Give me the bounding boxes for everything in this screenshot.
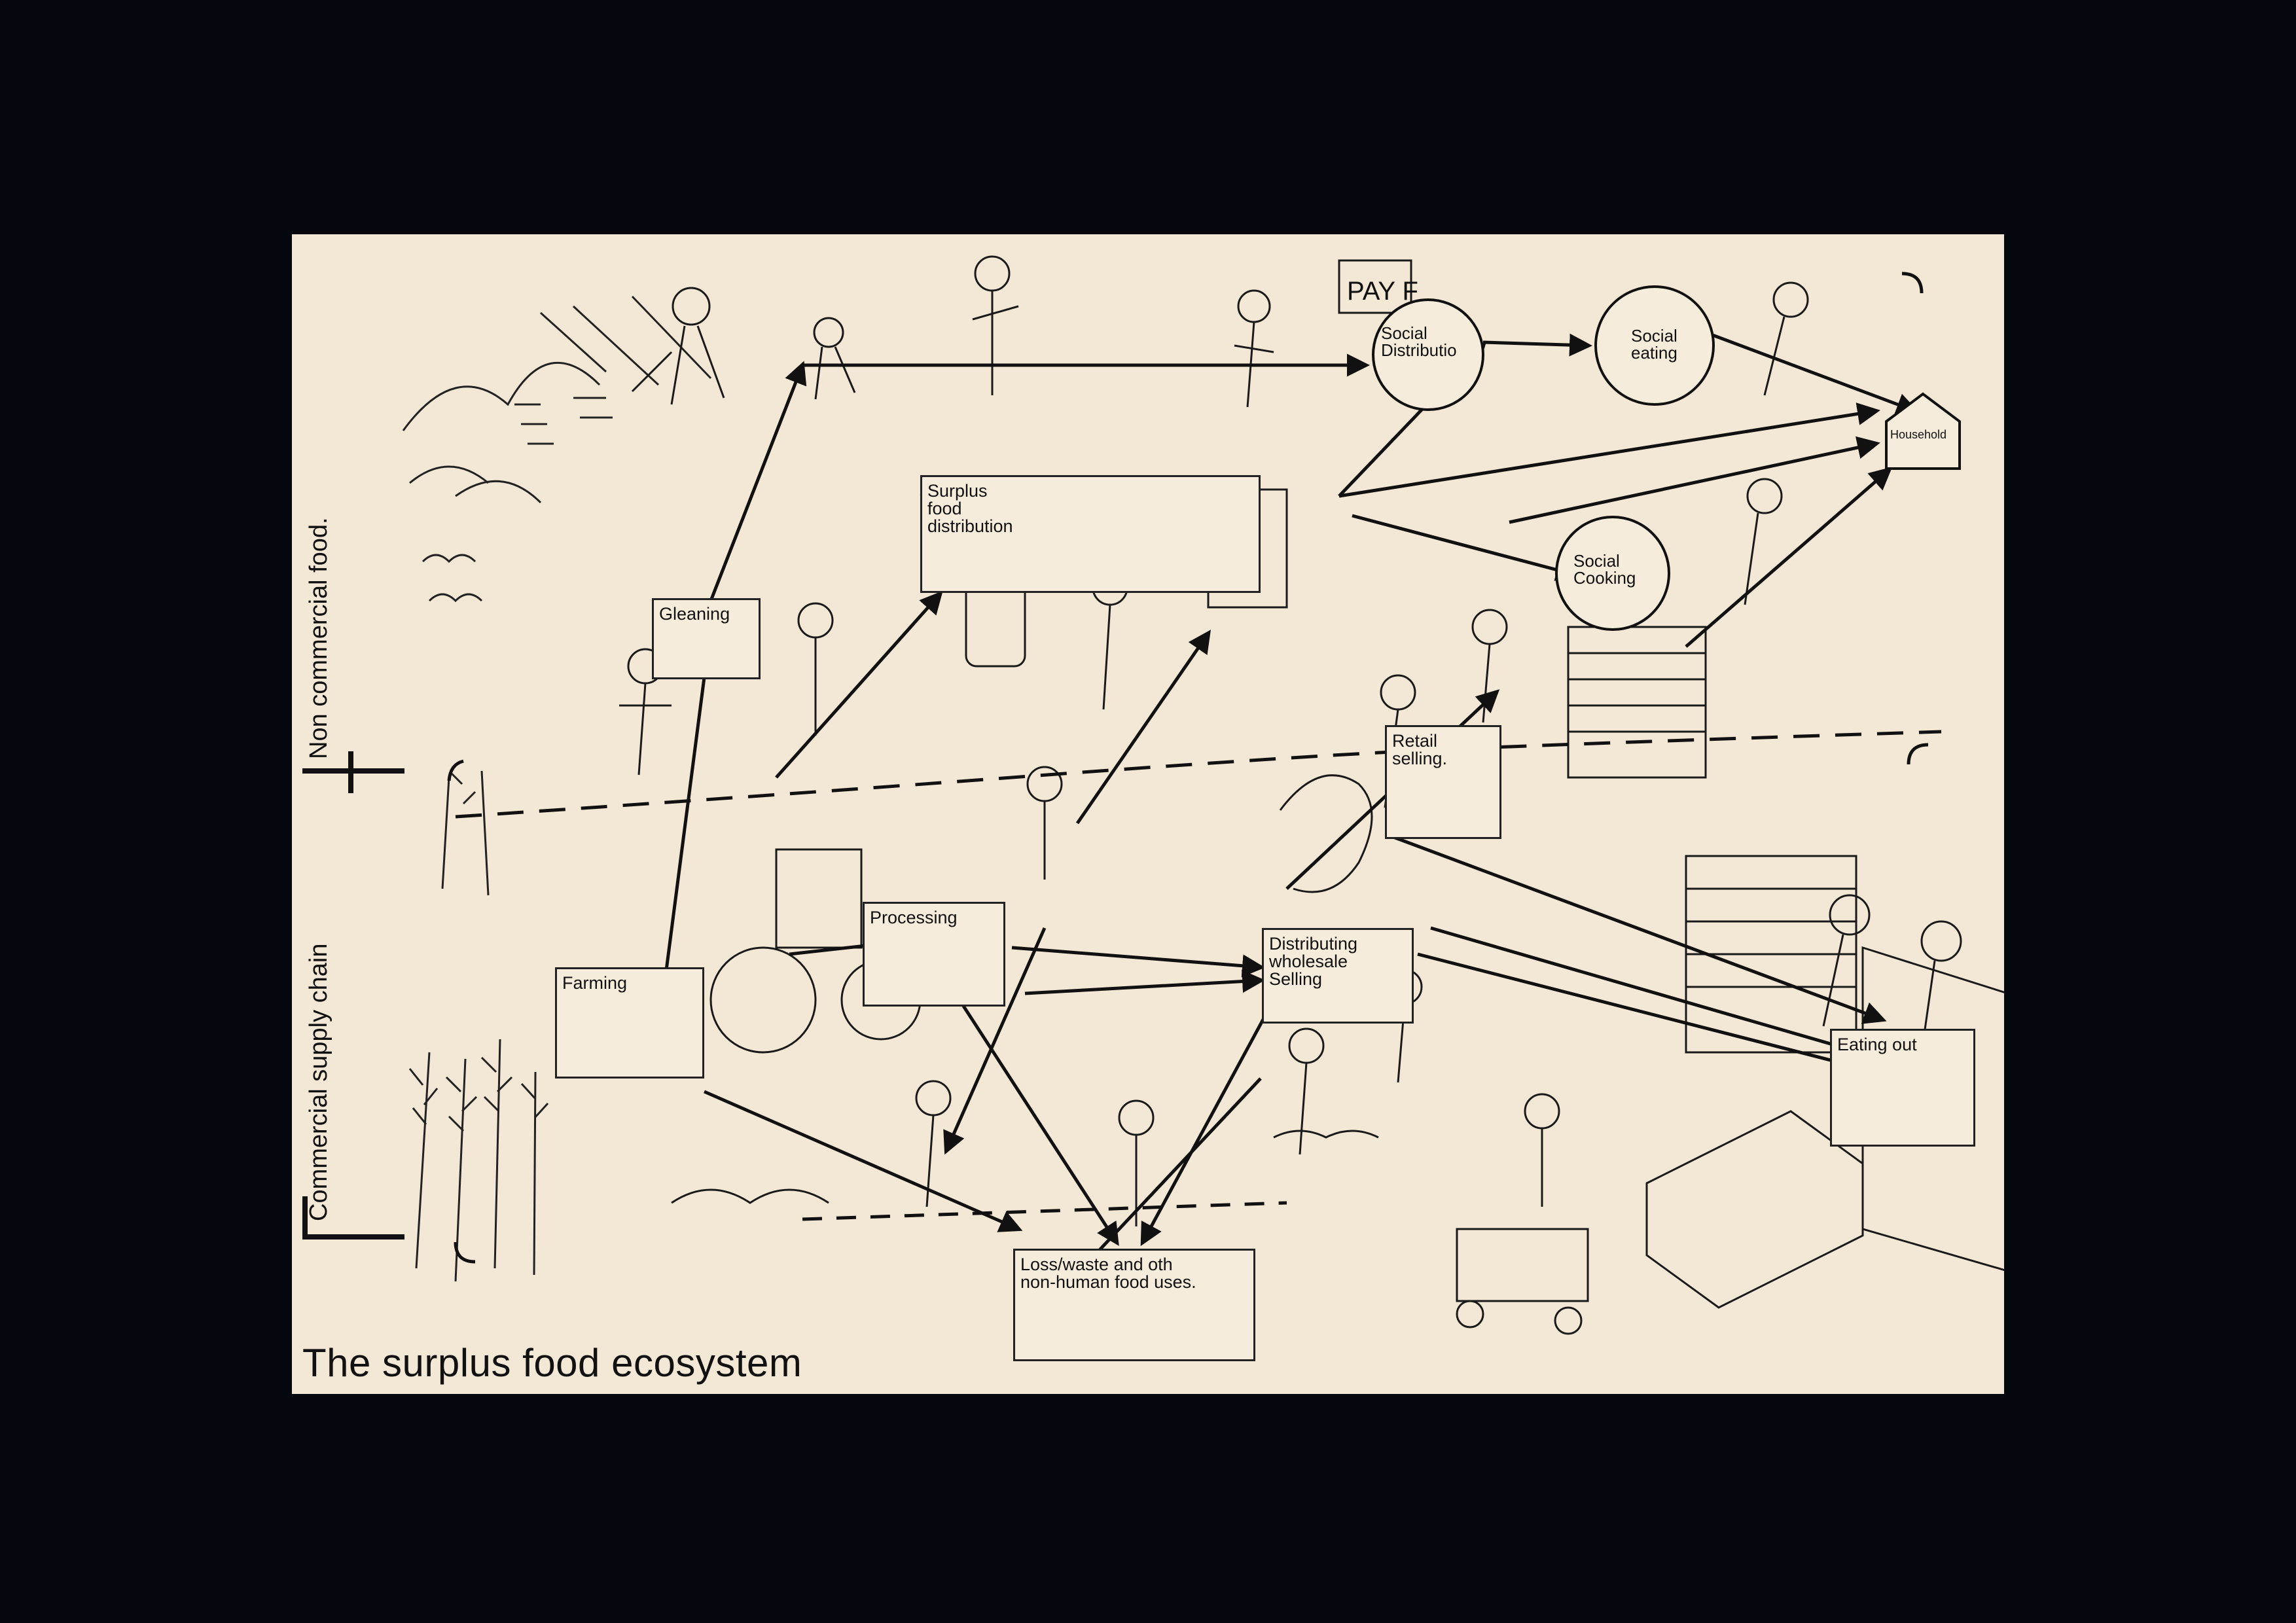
sketch-illustration: PAY F	[402, 255, 2004, 1335]
node-distributing-wholesale-selling: Distributing wholesale Selling	[1262, 928, 1414, 1024]
wheat-stalks-sketch	[408, 770, 549, 1282]
page-title: The surplus food ecosystem	[302, 1341, 802, 1385]
side-divider-bottom	[302, 1234, 404, 1240]
node-eating-out: Eating out	[1830, 1029, 1975, 1147]
node-social-eating: Social eating	[1594, 285, 1715, 406]
side-tick-bottom	[302, 1196, 308, 1240]
bottom-dashed-line	[802, 1201, 1287, 1221]
node-farming: Farming	[555, 967, 704, 1079]
node-household: Household	[1884, 391, 1962, 471]
side-tick-top	[348, 751, 353, 793]
bracket-marks	[447, 272, 1929, 1264]
pay-sign-text: PAY F	[1347, 277, 1418, 306]
flow-arrows	[663, 330, 1920, 1298]
label-non-commercial-food: Non commercial food.	[305, 517, 332, 759]
crowd-doodles	[619, 255, 1962, 1226]
node-gleaning: Gleaning	[652, 598, 761, 679]
node-loss-waste: Loss/waste and oth non-human food uses.	[1013, 1249, 1255, 1361]
divider-dashed-line	[455, 730, 1942, 819]
node-surplus-food-distribution: Surplus food distribution	[920, 475, 1261, 593]
node-retail-selling: Retail selling.	[1385, 725, 1501, 839]
field-hills-sketch	[402, 295, 712, 603]
side-divider-top	[302, 768, 404, 774]
node-processing: Processing	[863, 902, 1005, 1007]
label-commercial-supply-chain: Commercial supply chain	[305, 943, 332, 1222]
ecosystem-poster: PAY F	[292, 234, 2004, 1394]
house-icon	[1885, 392, 1961, 470]
node-social-distribution: Social Distributio	[1372, 298, 1484, 411]
node-social-cooking: Social Cooking	[1555, 516, 1670, 631]
